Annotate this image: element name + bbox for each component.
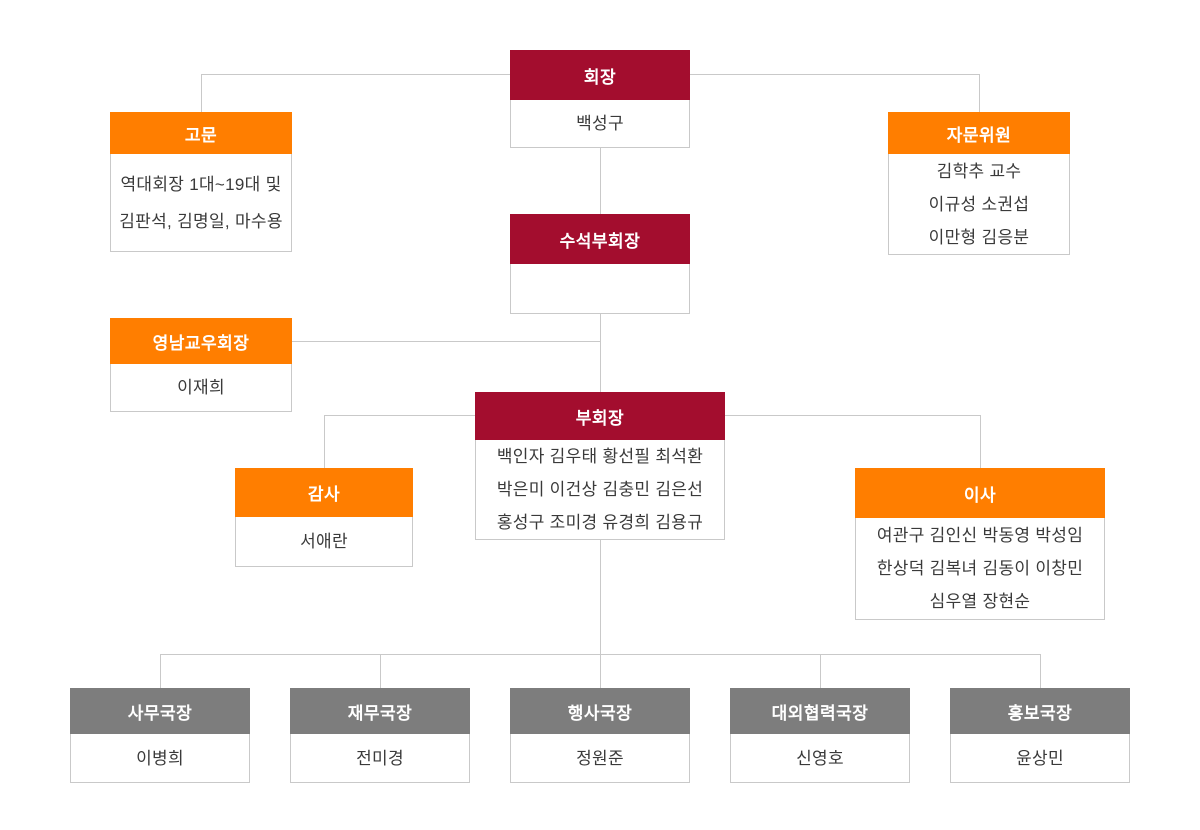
member-name: 이병희: [136, 748, 184, 768]
connector-line: [160, 654, 161, 688]
node-title: 자문위원: [888, 112, 1070, 154]
org-node-advisors: 고문 역대회장 1대~19대 및 김판석, 김명일, 마수용: [110, 112, 292, 252]
org-node-advisory-committee: 자문위원 김학추 교수 이규성 소권섭 이만형 김응분: [888, 112, 1070, 255]
org-node-pr-director: 홍보국장 윤상민: [950, 688, 1130, 783]
node-title: 대외협력국장: [730, 688, 910, 734]
connector-line: [725, 415, 980, 416]
node-title: 고문: [110, 112, 292, 154]
connector-line: [600, 314, 601, 392]
org-node-senior-vice-chairman: 수석부회장: [510, 214, 690, 314]
connector-line: [690, 74, 980, 75]
org-node-finance-director: 재무국장 전미경: [290, 688, 470, 783]
member-name: 홍성구 조미경 유경희 김용규: [496, 513, 704, 532]
member-name: 김판석, 김명일, 마수용: [119, 211, 283, 231]
org-node-yeongnam-alumni-president: 영남교우회장 이재희: [110, 318, 292, 412]
member-name: 신영호: [796, 748, 844, 768]
member-name: 정원준: [576, 748, 624, 768]
member-name: 백인자 김우태 황선필 최석환: [496, 447, 704, 466]
node-title: 홍보국장: [950, 688, 1130, 734]
org-node-vice-chairman: 부회장 백인자 김우태 황선필 최석환 박은미 이건상 김충민 김은선 홍성구 …: [475, 392, 725, 540]
member-name: 서애란: [300, 532, 348, 551]
connector-line: [380, 654, 381, 688]
node-title: 수석부회장: [510, 214, 690, 264]
member-name: 역대회장 1대~19대 및: [120, 174, 282, 194]
org-node-secretary-general: 사무국장 이병희: [70, 688, 250, 783]
member-name: 박은미 이건상 김충민 김은선: [496, 480, 704, 499]
connector-line: [600, 540, 601, 654]
node-title: 회장: [510, 50, 690, 100]
member-name: 백성구: [576, 114, 624, 133]
connector-line: [1040, 654, 1041, 688]
member-name: 이만형 김응분: [928, 227, 1030, 247]
member-name: 윤상민: [1016, 748, 1064, 768]
node-title: 사무국장: [70, 688, 250, 734]
org-node-auditor: 감사 서애란: [235, 468, 413, 567]
member-name: 이재희: [177, 378, 225, 397]
connector-line: [820, 654, 821, 688]
member-name: 심우열 장현순: [929, 592, 1031, 611]
connector-line: [324, 415, 325, 468]
member-name: 전미경: [356, 748, 404, 768]
connector-line: [324, 415, 475, 416]
member-name: 이규성 소권섭: [928, 194, 1030, 214]
node-title: 행사국장: [510, 688, 690, 734]
member-name: 김학추 교수: [936, 161, 1022, 181]
org-node-events-director: 행사국장 정원준: [510, 688, 690, 783]
member-name: 여관구 김인신 박동영 박성임: [876, 526, 1084, 545]
connector-line: [980, 415, 981, 468]
connector-line: [979, 74, 980, 112]
connector-line: [600, 654, 601, 688]
connector-line: [600, 148, 601, 214]
connector-line: [292, 341, 600, 342]
org-node-external-relations-director: 대외협력국장 신영호: [730, 688, 910, 783]
node-title: 영남교우회장: [110, 318, 292, 364]
node-title: 부회장: [475, 392, 725, 440]
org-node-directors: 이사 여관구 김인신 박동영 박성임 한상덕 김복녀 김동이 이창민 심우열 장…: [855, 468, 1105, 620]
node-title: 이사: [855, 468, 1105, 518]
node-title: 감사: [235, 468, 413, 517]
node-title: 재무국장: [290, 688, 470, 734]
org-node-chairman: 회장 백성구: [510, 50, 690, 148]
connector-line: [201, 74, 511, 75]
member-name: 한상덕 김복녀 김동이 이창민: [876, 559, 1084, 578]
connector-line: [201, 74, 202, 112]
